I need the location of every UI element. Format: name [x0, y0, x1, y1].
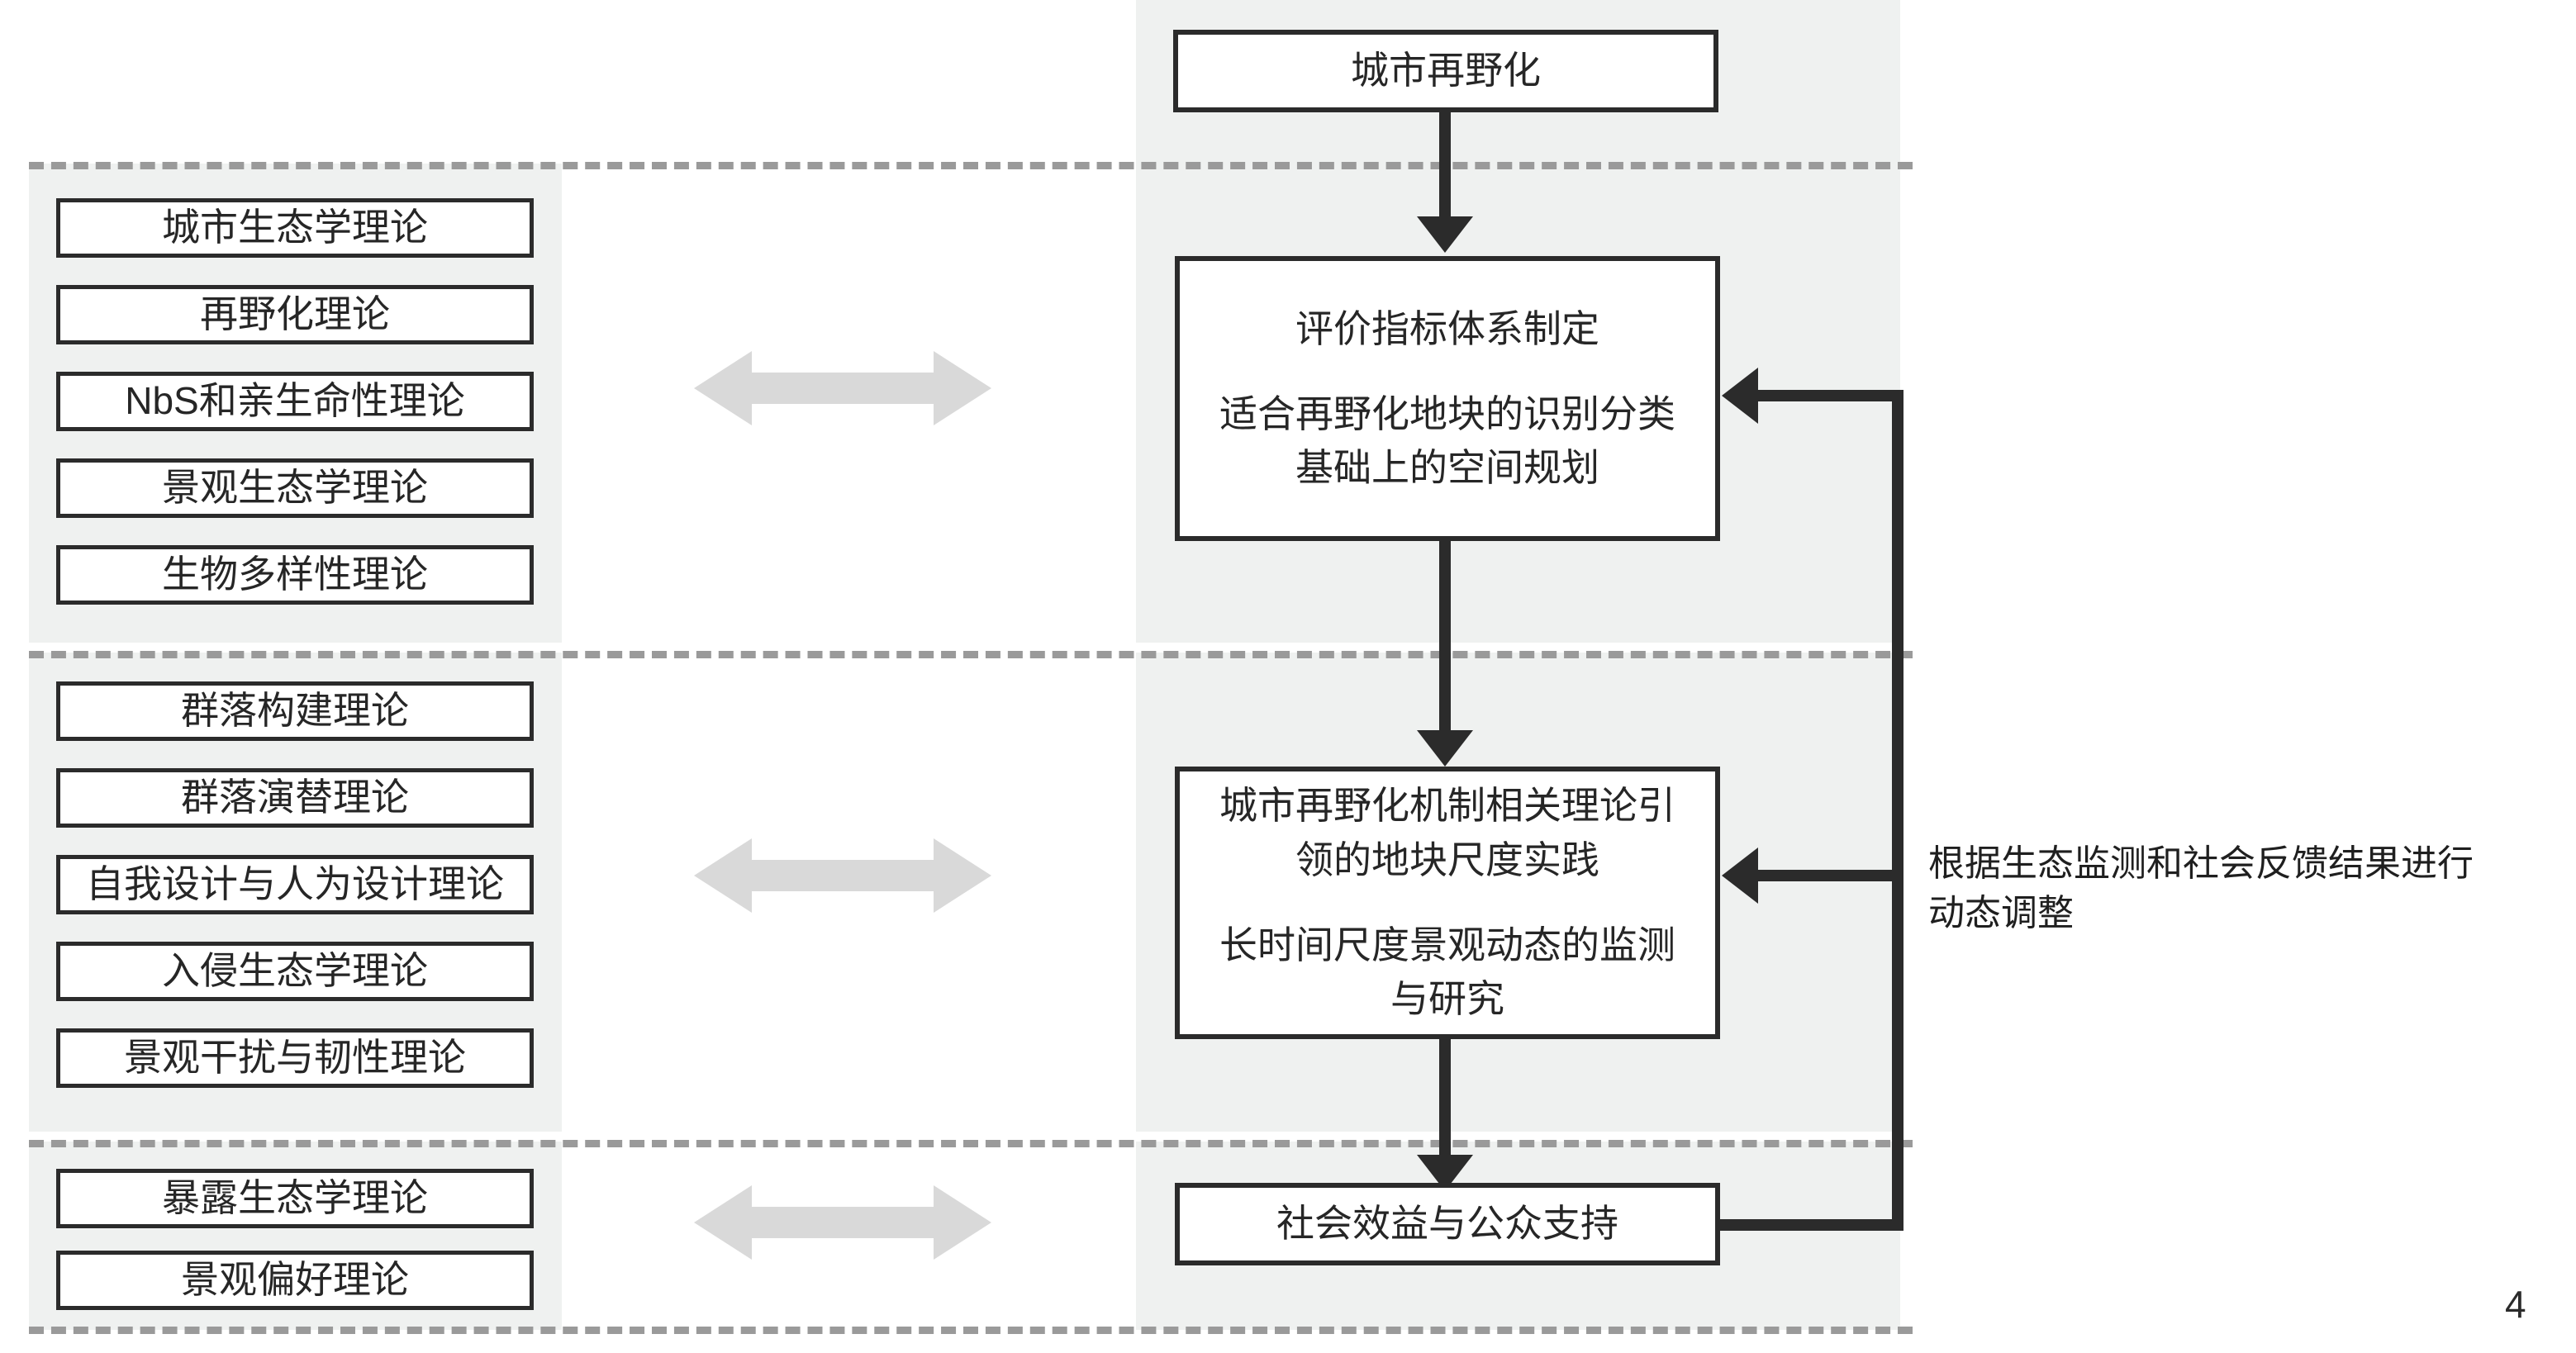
feedback-branch-line-practice — [1758, 870, 1899, 881]
theory-box[interactable]: 群落演替理论 — [56, 768, 534, 828]
theory-label: 再野化理论 — [200, 292, 390, 336]
process-node-urban-rewilding[interactable]: 城市再野化 — [1173, 30, 1718, 112]
process-node-label: 城市再野化 — [1351, 49, 1541, 93]
feedback-arrowhead-evaluation — [1722, 368, 1758, 424]
theory-label: 城市生态学理论 — [162, 206, 428, 249]
feedback-arrowhead-practice — [1722, 847, 1758, 904]
theory-label: NbS和亲生命性理论 — [125, 379, 465, 423]
theory-box[interactable]: 生物多样性理论 — [56, 545, 534, 605]
feedback-loop-vertical-line — [1892, 390, 1903, 1231]
process-node-line: 领的地块尺度实践 — [1295, 838, 1599, 881]
feedback-note-line: 动态调整 — [1928, 892, 2074, 933]
process-node-line: 适合再野化地块的识别分类 — [1219, 392, 1675, 435]
theory-box[interactable]: 入侵生态学理论 — [56, 942, 534, 1001]
theory-label: 自我设计与人为设计理论 — [86, 862, 504, 906]
theory-label: 暴露生态学理论 — [162, 1176, 428, 1220]
theory-label: 景观偏好理论 — [181, 1258, 409, 1302]
theory-box[interactable]: 再野化理论 — [56, 285, 534, 344]
process-node-line: 社会效益与公众支持 — [1276, 1202, 1618, 1246]
divider-line-top — [29, 162, 1913, 169]
theory-box[interactable]: 城市生态学理论 — [56, 198, 534, 258]
theory-label: 入侵生态学理论 — [162, 949, 428, 993]
process-node-line: 基础上的空间规划 — [1295, 446, 1599, 490]
process-node-line: 长时间尺度景观动态的监测 — [1219, 923, 1675, 966]
theory-label: 群落演替理论 — [181, 776, 409, 819]
process-node-evaluation-planning[interactable]: 评价指标体系制定 适合再野化地块的识别分类 基础上的空间规划 — [1175, 256, 1720, 541]
feedback-branch-line-evaluation — [1758, 390, 1899, 401]
page-number: 4 — [2505, 1283, 2526, 1326]
feedback-note-line: 根据生态监测和社会反馈结果进行 — [1928, 843, 2474, 884]
bidirectional-link-mechanism — [694, 830, 991, 921]
theory-box[interactable]: NbS和亲生命性理论 — [56, 372, 534, 431]
theory-box[interactable]: 景观生态学理论 — [56, 458, 534, 518]
theory-label: 群落构建理论 — [181, 689, 409, 733]
theory-box[interactable]: 群落构建理论 — [56, 681, 534, 741]
flow-connector-line-2 — [1439, 541, 1451, 739]
flow-connector-line-3 — [1439, 1039, 1451, 1163]
theory-label: 生物多样性理论 — [162, 553, 428, 596]
feedback-note: 根据生态监测和社会反馈结果进行 动态调整 — [1928, 839, 2576, 938]
theory-label: 景观生态学理论 — [162, 466, 428, 510]
theory-box[interactable]: 自我设计与人为设计理论 — [56, 855, 534, 914]
process-node-line: 城市再野化机制相关理论引 — [1219, 784, 1675, 828]
process-node-line: 与研究 — [1390, 977, 1504, 1021]
theory-box[interactable]: 景观偏好理论 — [56, 1251, 534, 1310]
theory-box[interactable]: 暴露生态学理论 — [56, 1169, 534, 1228]
process-node-social-benefit[interactable]: 社会效益与公众支持 — [1175, 1183, 1720, 1265]
theory-box[interactable]: 景观干扰与韧性理论 — [56, 1028, 534, 1088]
divider-line-middle — [29, 651, 1913, 658]
process-node-line: 评价指标体系制定 — [1295, 306, 1599, 350]
flow-arrowhead-1 — [1417, 216, 1473, 253]
bidirectional-link-social — [694, 1177, 991, 1268]
process-node-practice-monitoring[interactable]: 城市再野化机制相关理论引 领的地块尺度实践 长时间尺度景观动态的监测 与研究 — [1175, 767, 1720, 1039]
theory-label: 景观干扰与韧性理论 — [124, 1036, 466, 1080]
flow-arrowhead-2 — [1417, 730, 1473, 767]
feedback-loop-bottom-segment — [1718, 1219, 1900, 1231]
divider-line-bottom — [29, 1327, 1913, 1334]
divider-line-lower — [29, 1140, 1913, 1147]
bidirectional-link-foundational — [694, 343, 991, 434]
flow-connector-line-1 — [1439, 112, 1451, 220]
